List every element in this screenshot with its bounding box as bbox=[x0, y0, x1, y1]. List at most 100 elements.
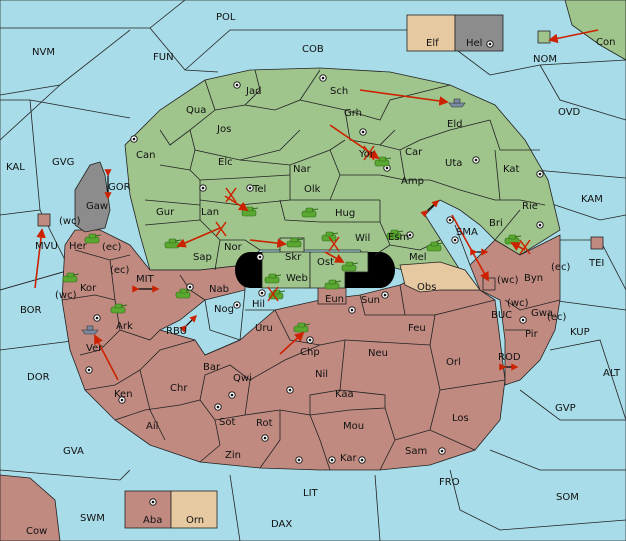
land-label-ver: Ver bbox=[86, 343, 103, 354]
sea-label-fun: FUN bbox=[153, 52, 174, 63]
land-label-can: Can bbox=[136, 150, 155, 161]
sea-label-kam: KAM bbox=[581, 194, 603, 205]
land-label-elc: Elc bbox=[218, 157, 233, 168]
land-label-aba: Aba bbox=[143, 515, 162, 526]
land-label-hil: Hil bbox=[252, 299, 265, 310]
land-label-nil: Nil bbox=[315, 369, 328, 380]
sea-passages bbox=[104, 169, 519, 371]
land-label-olk: Olk bbox=[304, 184, 321, 195]
sea-label-rbu: RBU bbox=[166, 326, 187, 337]
green-borders bbox=[144, 69, 546, 271]
sea-label-swm: SWM bbox=[80, 513, 105, 524]
sea-label-ovd: OVD bbox=[558, 107, 581, 118]
land-label-sam: Sam bbox=[405, 446, 427, 457]
sea-label-dax: DAX bbox=[271, 519, 292, 530]
land-label-grh: Grh bbox=[344, 108, 362, 119]
land-label-pir: Pir bbox=[525, 329, 539, 340]
obs-region[interactable] bbox=[399, 261, 481, 293]
land-label-mel: Mel bbox=[409, 252, 427, 263]
land-label-sot: Sot bbox=[219, 417, 235, 428]
sea-label-gva: GVA bbox=[63, 446, 84, 457]
cow-region[interactable] bbox=[0, 474, 61, 541]
orn-box[interactable] bbox=[170, 490, 218, 529]
land-label-kar: Kar bbox=[340, 453, 358, 464]
sea-label-cob: COB bbox=[302, 44, 324, 55]
sea-label-sma: SMA bbox=[456, 227, 478, 238]
land-label-uta: Uta bbox=[445, 158, 462, 169]
land-label-kat: Kat bbox=[503, 164, 520, 175]
land-label-nab: Nab bbox=[209, 284, 229, 295]
sea-label-dor: DOR bbox=[27, 372, 50, 383]
sea-label-lit: LIT bbox=[303, 488, 319, 499]
land-label-amp: Amp bbox=[401, 176, 424, 187]
land-label-elf: Elf bbox=[426, 38, 439, 49]
sea-label-rod: ROD bbox=[498, 352, 521, 363]
land-label-yor: Yor bbox=[358, 149, 375, 160]
land-label-neu: Neu bbox=[368, 348, 388, 359]
land-label-jos: Jos bbox=[216, 124, 231, 135]
land-label-bri: Bri bbox=[489, 218, 503, 229]
land-label-esm: Esm bbox=[388, 232, 409, 243]
land-label-hug: Hug bbox=[335, 208, 355, 219]
land-label-lan: Lan bbox=[201, 207, 219, 218]
land-label-ost: Ost bbox=[317, 257, 334, 268]
land-label-wil: Wil bbox=[355, 233, 370, 244]
land-label-gaw: Gaw bbox=[86, 201, 108, 212]
sea-label-nvm: NVM bbox=[32, 47, 55, 58]
land-label-her: Her bbox=[69, 241, 88, 252]
land-label-eun: Eun bbox=[325, 294, 344, 305]
sea-labels: POL NVM FUN COB NOM OVD KAL GVG GOR KAM … bbox=[6, 12, 621, 530]
land-label-sun: Sun bbox=[361, 295, 380, 306]
land-label-zin: Zin bbox=[225, 450, 241, 461]
land-label-skr: Skr bbox=[285, 252, 302, 263]
land-label-rie: Rie bbox=[522, 201, 538, 212]
land-label-chp: Chp bbox=[300, 347, 320, 358]
land-label-mou: Mou bbox=[343, 421, 364, 432]
sea-label-tei: TEI bbox=[588, 258, 604, 269]
land-label-eld: Eld bbox=[447, 119, 462, 130]
coast-tag-kor-ec: (ec) bbox=[110, 265, 130, 276]
land-label-jad: Jad bbox=[245, 86, 261, 97]
land-label-rot: Rot bbox=[256, 418, 273, 429]
land-label-ark: Ark bbox=[116, 321, 133, 332]
sea-label-som: SOM bbox=[556, 492, 579, 503]
sea-label-gor: GOR bbox=[108, 182, 131, 193]
land-label-sch: Sch bbox=[330, 86, 348, 97]
land-label-tel: Tel bbox=[252, 184, 266, 195]
brown-borders bbox=[61, 249, 561, 471]
land-label-byn: Byn bbox=[524, 273, 543, 284]
gaw-region[interactable] bbox=[74, 161, 111, 233]
land-label-ail: Ail bbox=[146, 421, 158, 432]
ost-region[interactable] bbox=[309, 251, 369, 289]
coast-tag-kor-wc: (wc) bbox=[55, 290, 77, 301]
coast-tag-gwa-ec: (ec) bbox=[547, 312, 567, 323]
land-label-chr: Chr bbox=[170, 383, 188, 394]
land-label-los: Los bbox=[452, 413, 469, 424]
aba-box[interactable] bbox=[124, 490, 172, 529]
sea-label-buc: BUC bbox=[491, 310, 512, 321]
coast-tags: (wc) (ec) (ec) (wc) (wc) (ec) (wc) (ec) bbox=[55, 216, 571, 323]
land-label-ken: Ken bbox=[114, 389, 133, 400]
sea-label-bor: BOR bbox=[20, 305, 42, 316]
land-label-car: Car bbox=[405, 147, 423, 158]
sea-label-pol: POL bbox=[216, 12, 236, 23]
land-label-nar: Nar bbox=[293, 164, 312, 175]
land-label-gwa: Gwa bbox=[531, 308, 553, 319]
land-label-qwi: Qwi bbox=[233, 373, 252, 384]
coast-tag-byn-wc: (wc) bbox=[497, 275, 519, 286]
sea-label-nom: NOM bbox=[533, 54, 557, 65]
land-label-feu: Feu bbox=[408, 323, 426, 334]
land-label-uru: Uru bbox=[255, 323, 273, 334]
land-label-con: Con bbox=[596, 37, 615, 48]
elf-box[interactable] bbox=[406, 14, 456, 52]
coast-tag-her-ec: (ec) bbox=[102, 242, 122, 253]
land-labels: Elf Hel Con Jad Sch Qua Jos Grh Eld Can … bbox=[26, 37, 615, 537]
sea-label-mvu: MVU bbox=[35, 241, 58, 252]
sea-label-fro: FRO bbox=[439, 477, 460, 488]
land-label-kaa: Kaa bbox=[335, 389, 354, 400]
hel-box[interactable] bbox=[454, 14, 504, 52]
land-label-sap: Sap bbox=[193, 252, 212, 263]
